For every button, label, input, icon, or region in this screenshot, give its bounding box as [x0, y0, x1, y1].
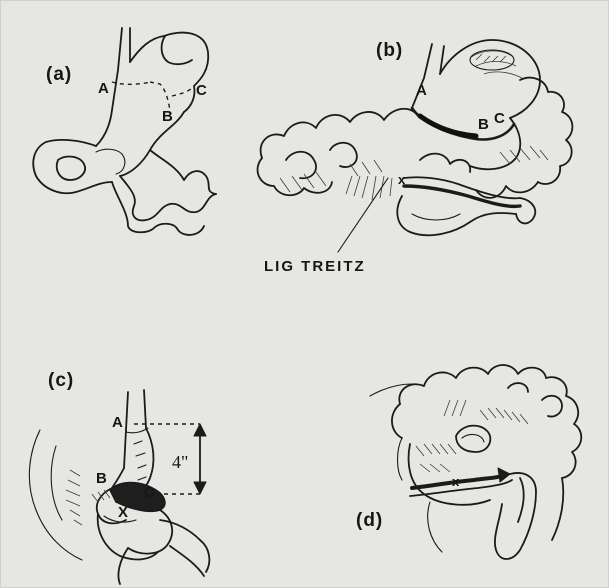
panel-b-drawing [258, 40, 573, 252]
panel-a-label: (a) [46, 64, 72, 86]
panel-b-label: (b) [376, 40, 403, 62]
lig-treitz-annotation: LIG TREITZ [264, 258, 366, 275]
panel-a-point-c: C [196, 82, 207, 99]
panel-c-point-b: B [96, 470, 107, 487]
panel-b-point-a: A [416, 82, 427, 99]
panel-a-drawing [33, 28, 216, 235]
panel-c-point-a: A [112, 414, 123, 431]
panel-d-point-x: x [452, 474, 459, 489]
panel-c-label: (c) [48, 370, 74, 392]
measurement-label: 4" [172, 452, 188, 473]
panel-d-label: (d) [356, 510, 383, 532]
panel-a-point-b: B [162, 108, 173, 125]
panel-c-point-c: C [144, 484, 155, 501]
panel-b-point-b: B [478, 116, 489, 133]
panel-b-point-x: x [398, 172, 405, 187]
panel-c-point-x: X [118, 504, 128, 521]
panel-d-drawing [370, 365, 581, 559]
panel-b-point-c: C [494, 110, 505, 127]
panel-a-point-a: A [98, 80, 109, 97]
